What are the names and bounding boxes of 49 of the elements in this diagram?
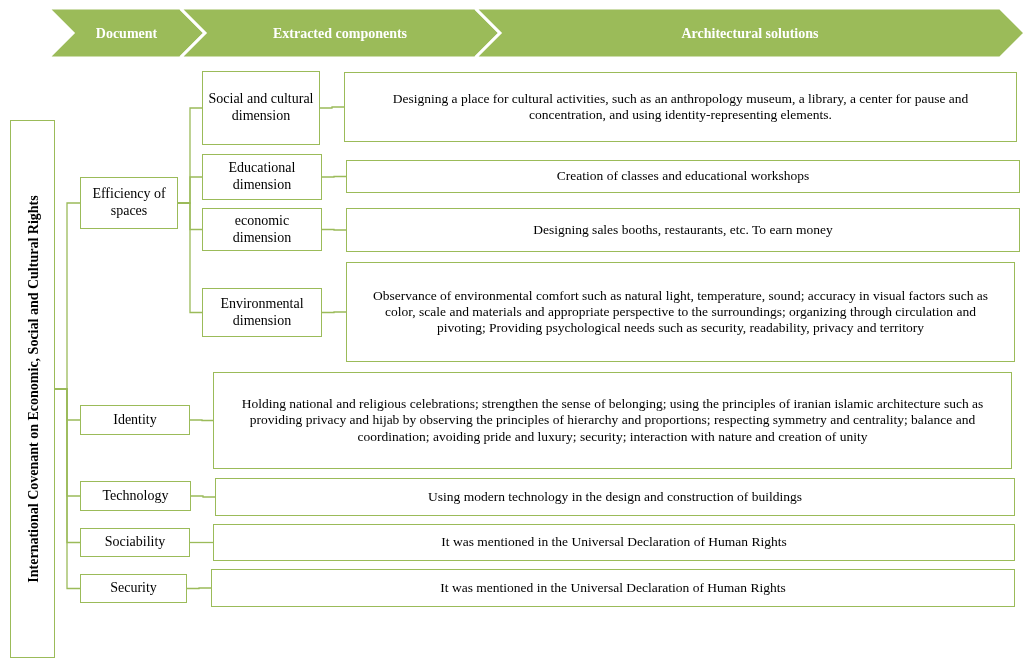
connector-line — [186, 587, 212, 590]
connector-line — [190, 495, 216, 498]
component-box — [80, 528, 190, 557]
component-label: Technology — [102, 487, 169, 505]
connector-line — [321, 228, 347, 231]
solution-text: Designing sales booths, restaurants, etc. To earn money — [533, 221, 833, 239]
component-label: Social and cultural dimension — [207, 91, 315, 125]
solution-text: It was mentioned in the Universal Declaration of Human Rights — [441, 534, 787, 551]
step-label: Extracted components — [272, 24, 408, 43]
connector-line — [321, 311, 347, 314]
component-box — [80, 481, 191, 511]
solution-text: It was mentioned in the Universal Declaration of Human Rights — [440, 579, 786, 597]
solution-box — [346, 160, 1020, 193]
component-label: economic dimension — [231, 212, 293, 247]
component-box — [202, 71, 320, 145]
solution-text: Observance of environmental comfort such as natural light, temperature, sound; accuracy in visual factors such as color, scale and materials and appropriate perspective to the surroundings; organizing through circulation and pivoting; Providing psychological needs such as security, readability, privacy and territory — [371, 287, 990, 337]
solution-box — [215, 478, 1015, 516]
component-box — [80, 574, 187, 603]
component-box — [80, 177, 178, 229]
solution-box — [346, 262, 1015, 362]
solution-box — [211, 569, 1015, 607]
solution-text: Holding national and religious celebrations; strengthen the sense of belonging; using the principles of iranian islamic architecture such as providing privacy and hijab by observing the principles of hierarchy and proportions; respecting symmetry and centrality; balance and coordination; avoiding pride and luxury; security; interaction with nature and creation of unity — [240, 396, 985, 445]
component-label: Security — [110, 580, 157, 597]
component-box — [202, 288, 322, 337]
connector-line — [189, 541, 214, 544]
component-box — [202, 208, 322, 251]
connector-line — [177, 202, 203, 314]
solution-box — [213, 524, 1015, 561]
component-label: Identity — [113, 411, 157, 429]
category-box — [10, 120, 55, 658]
solution-text: Using modern technology in the design and construction of buildings — [428, 488, 802, 506]
connector-line — [321, 175, 347, 178]
solution-box — [346, 208, 1020, 252]
connector-line — [189, 419, 214, 422]
solution-text: Creation of classes and educational workshops — [556, 168, 810, 185]
component-label: Efficiency of spaces — [91, 186, 167, 220]
component-label: Sociability — [104, 534, 166, 551]
solution-box — [344, 72, 1017, 142]
component-label: Environmental dimension — [219, 295, 305, 330]
solution-text: Designing a place for cultural activities, such as an anthropology museum, a library, a center for pause and concentration, and using identity-representing elements. — [391, 90, 970, 124]
component-label: Educational dimension — [227, 160, 297, 194]
component-box — [80, 405, 190, 435]
connector-line — [319, 106, 345, 109]
connector-line — [54, 388, 81, 590]
component-box — [202, 154, 322, 200]
step-label: Document — [95, 24, 158, 43]
vertical-label: International Covenant on Economic, Social and Cultural Rights — [24, 195, 42, 583]
solution-box — [213, 372, 1012, 469]
step-label: Architectural solutions — [681, 24, 819, 43]
